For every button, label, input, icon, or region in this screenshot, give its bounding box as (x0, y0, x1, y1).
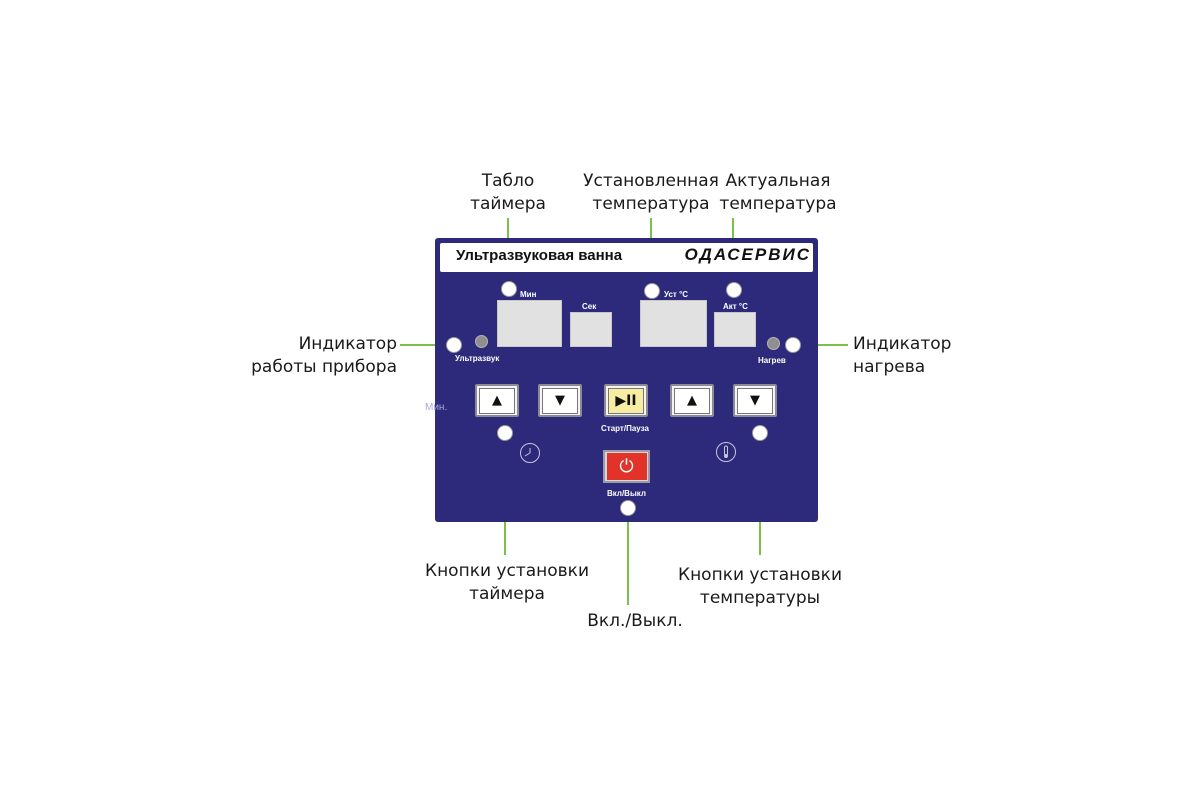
actual-temp-display (714, 312, 756, 347)
heating-indicator-marker (785, 337, 801, 353)
seconds-display (570, 312, 612, 347)
arrow-down-icon: ▼ (542, 387, 578, 414)
heating-led (767, 337, 780, 350)
start-pause-label: Старт/Пауза (601, 424, 649, 433)
arrow-down-icon: ▼ (737, 387, 773, 414)
sec-label: Сек (582, 302, 597, 311)
set-temp-marker (644, 283, 660, 299)
ultrasound-label: Ультразвук (455, 354, 500, 363)
timer-display-marker (501, 281, 517, 297)
clock-icon (520, 443, 540, 463)
ghost-min-label: Мин. (425, 402, 448, 413)
power-label: Вкл/Выкл (607, 489, 646, 498)
device-indicator-marker (446, 337, 462, 353)
ultrasound-led (475, 335, 488, 348)
start-pause-button[interactable]: ▶II (604, 384, 648, 417)
temp-buttons-marker (752, 425, 768, 441)
brand-logo: ОДАСЕРВИС (684, 245, 811, 264)
heating-label: Нагрев (758, 356, 786, 365)
power-button[interactable]: ⏻ (603, 450, 650, 483)
actual-temp-marker (726, 282, 742, 298)
thermometer-icon (716, 442, 736, 462)
power-callout: Вкл./Выкл. (587, 611, 683, 631)
panel-title: Ультразвуковая ванна (456, 247, 623, 264)
power-marker (620, 500, 636, 516)
min-label: Мин (520, 290, 537, 299)
temp-up-button[interactable]: ▲ (670, 384, 714, 417)
power-icon: ⏻ (619, 456, 634, 477)
set-temp-display (640, 300, 707, 347)
timer-buttons-marker (497, 425, 513, 441)
minutes-display (497, 300, 562, 347)
timer-up-button[interactable]: ▲ (475, 384, 519, 417)
arrow-up-icon: ▲ (674, 387, 710, 414)
act-temp-label: Акт °С (723, 302, 748, 311)
temp-down-button[interactable]: ▼ (733, 384, 777, 417)
timer-down-button[interactable]: ▼ (538, 384, 582, 417)
play-pause-icon: ▶II (608, 387, 644, 414)
set-temp-label: Уст °С (664, 290, 689, 299)
title-strip (440, 243, 813, 272)
arrow-up-icon: ▲ (479, 387, 515, 414)
